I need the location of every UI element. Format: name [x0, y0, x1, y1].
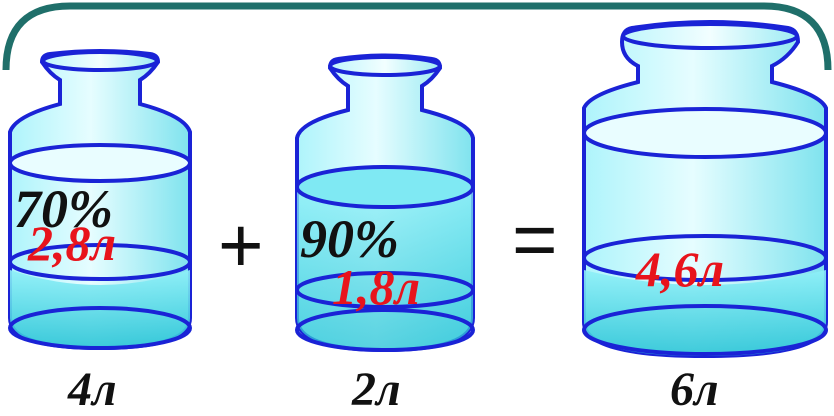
- jar-2-rim: [330, 57, 440, 75]
- jar-2-liquid: 1,8л: [332, 262, 420, 312]
- jar-1-liquid: 2,8л: [28, 218, 116, 268]
- jar-1-level-top: [10, 145, 190, 181]
- jar-3-liquid: 4,6л: [636, 244, 724, 294]
- equals-sign: =: [512, 200, 558, 278]
- jar-3-rim: [623, 24, 797, 48]
- jar-2-capacity: 2л: [352, 366, 401, 414]
- jar-3: [584, 22, 826, 356]
- jar-3-level-top: [584, 109, 826, 157]
- jar-1-rim: [43, 52, 157, 70]
- plus-sign: +: [218, 206, 264, 284]
- jar-3-capacity: 6л: [670, 366, 719, 414]
- jar-1-capacity: 4л: [68, 366, 117, 414]
- jar-2-level-top: [297, 167, 473, 207]
- jar-2-percent: 90%: [300, 212, 399, 266]
